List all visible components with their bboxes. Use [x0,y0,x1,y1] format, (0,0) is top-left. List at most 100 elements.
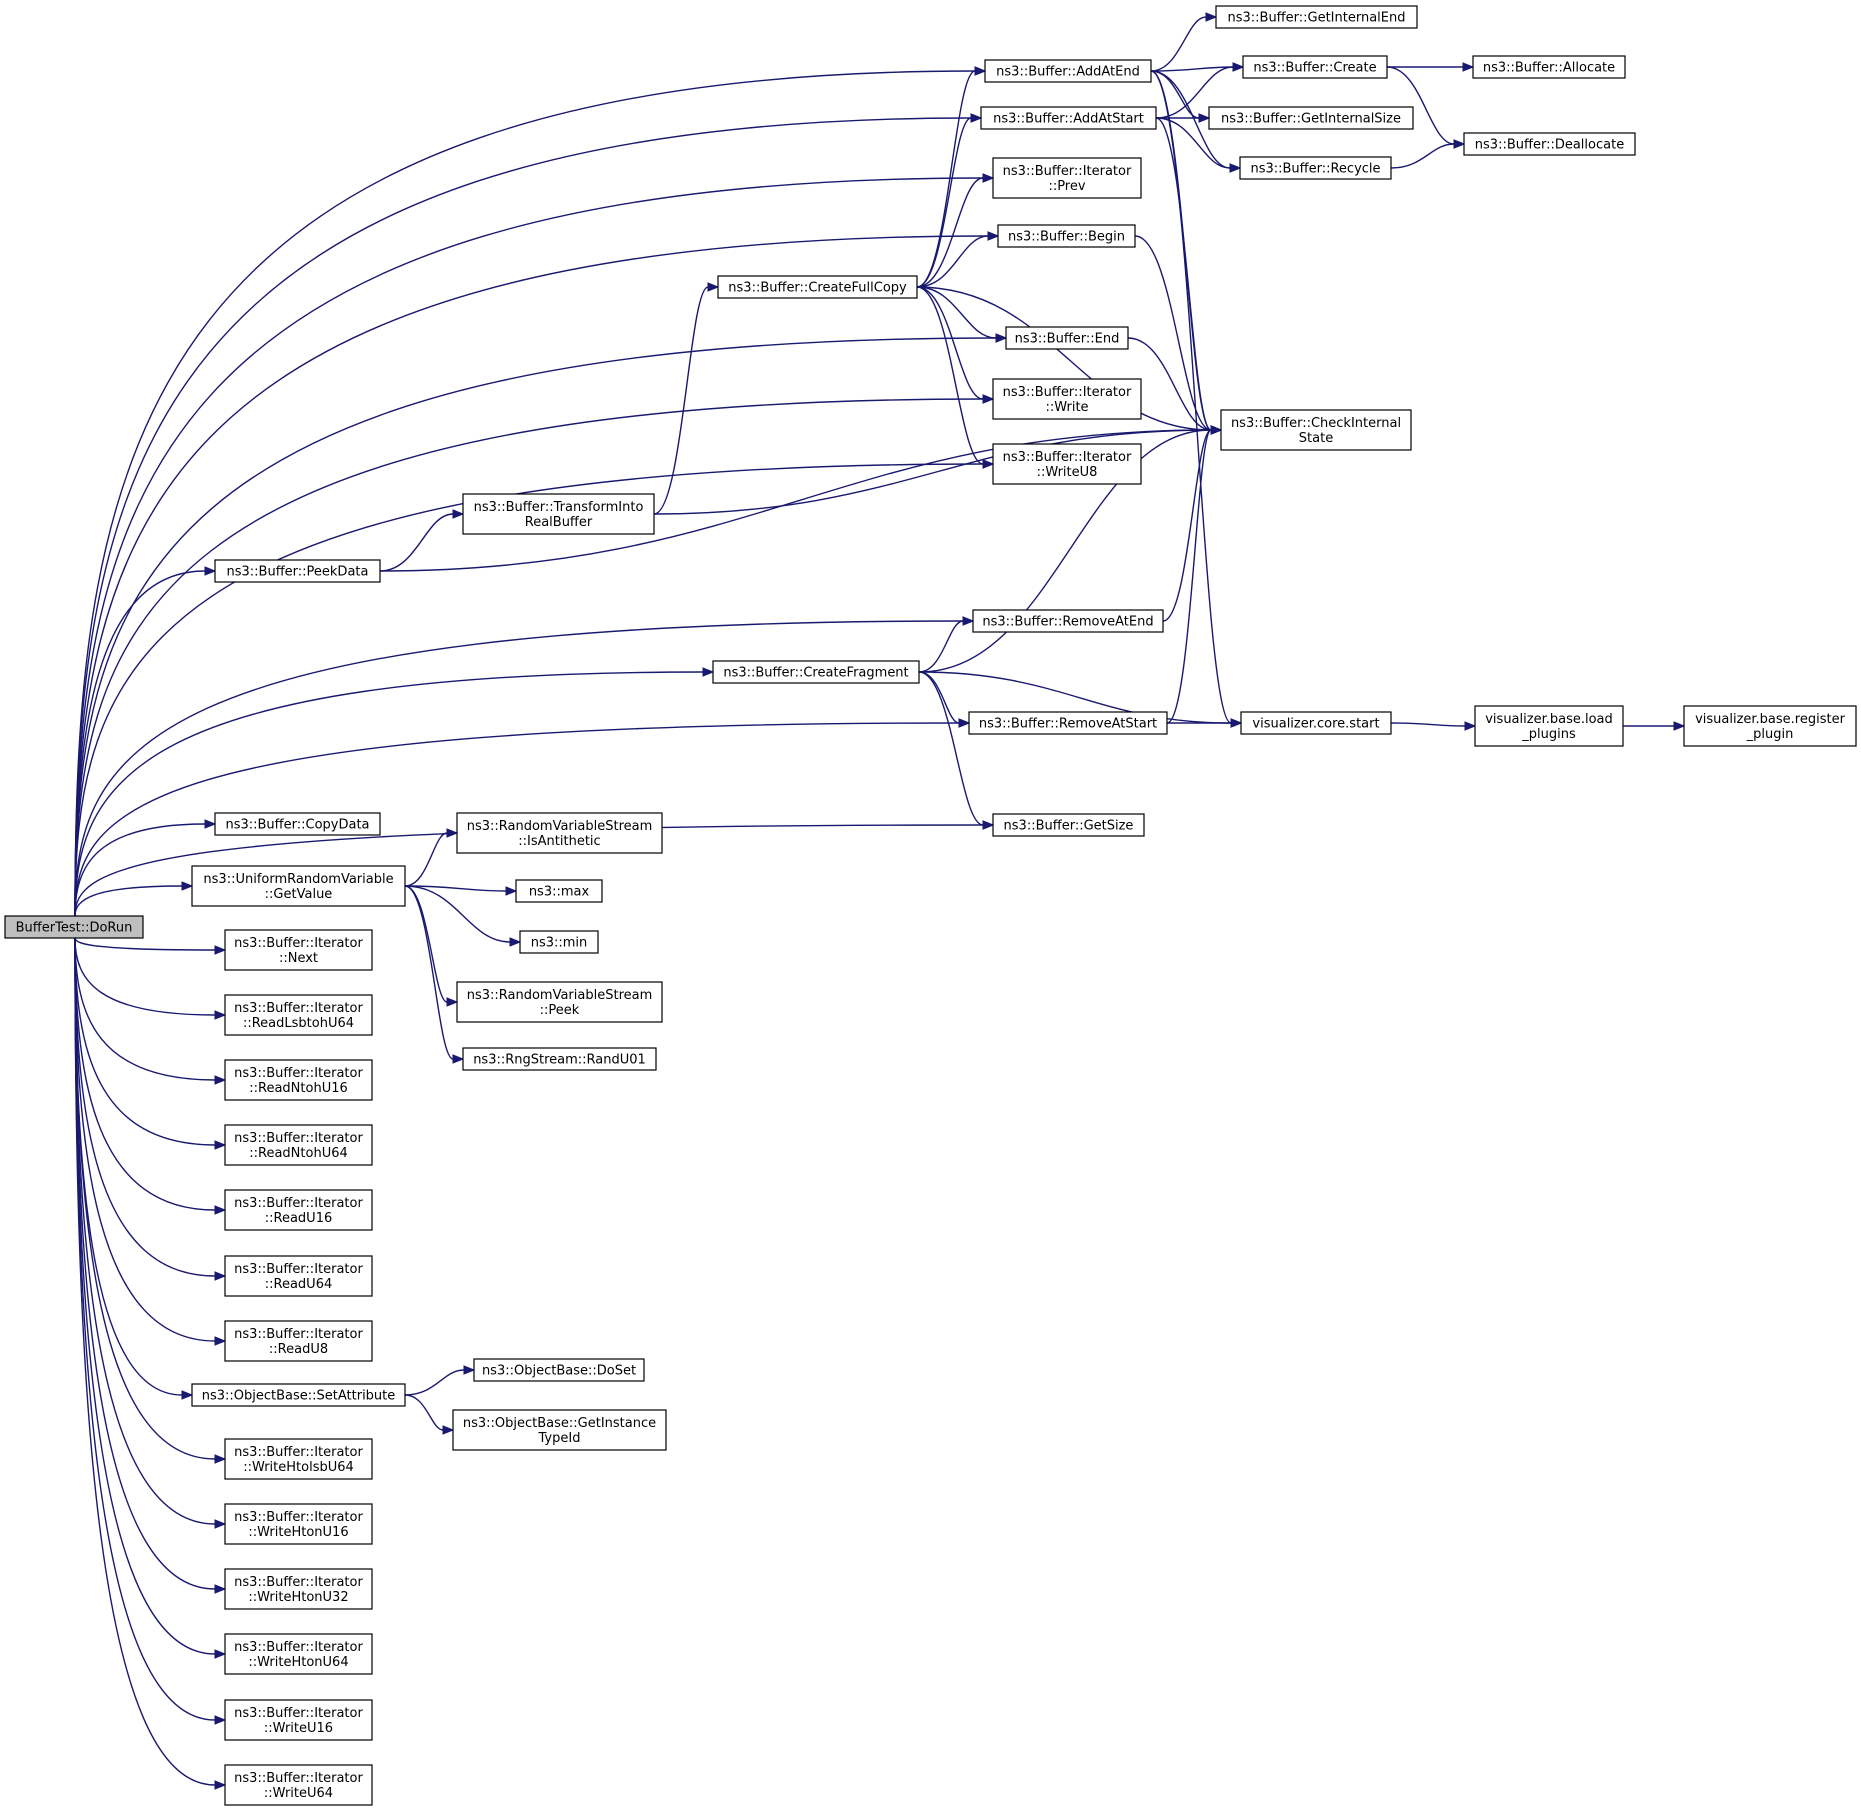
edge-set-attribute-to-do-set [404,1369,465,1396]
node-label: ns3::Buffer::Create [1253,61,1376,76]
node-read-u64[interactable]: ns3::Buffer::Iterator::ReadU64 [224,1255,373,1297]
node-do-set[interactable]: ns3::ObjectBase::DoSet [473,1358,645,1382]
node-core-start[interactable]: visualizer.core.start [1240,711,1392,735]
edge-do-run-to-copy-data [74,823,206,917]
node-add-at-end[interactable]: ns3::Buffer::AddAtEnd [984,59,1152,83]
node-peek-data[interactable]: ns3::Buffer::PeekData [214,559,381,583]
edge-do-run-to-write-hton-u16 [74,937,216,1525]
edge-arrowhead [982,459,995,469]
node-write-hton-u16[interactable]: ns3::Buffer::Iterator::WriteHtonU16 [224,1503,373,1545]
node-box [462,1047,657,1071]
edge-do-run-to-peek-data [74,570,206,917]
node-write-u64[interactable]: ns3::Buffer::Iterator::WriteU64 [224,1764,373,1806]
edge-do-run-to-next [74,937,216,951]
node-recycle[interactable]: ns3::Buffer::Recycle [1239,156,1392,180]
node-do-run[interactable]: BufferTest::DoRun [4,915,144,939]
node-rand-u01[interactable]: ns3::RngStream::RandU01 [462,1047,657,1071]
node-label: ::ReadU8 [269,1342,328,1357]
edge-do-run-to-begin [74,235,989,917]
node-label: ns3::Buffer::Iterator [234,1575,363,1590]
node-box [984,59,1152,83]
node-set-attribute[interactable]: ns3::ObjectBase::SetAttribute [191,1383,406,1407]
node-is-antithetic[interactable]: ns3::RandomVariableStream::IsAntithetic [456,812,663,854]
node-add-at-start[interactable]: ns3::Buffer::AddAtStart [980,106,1157,130]
edge-create-fragment-to-remove-at-start [918,671,960,724]
edge-add-at-end-to-get-internal-end [1150,16,1207,72]
node-label: ::Write [1045,400,1088,415]
edge-do-run-to-end [74,337,997,917]
node-write-hton-u64[interactable]: ns3::Buffer::Iterator::WriteHtonU64 [224,1633,373,1675]
node-box [191,865,406,907]
node-label: RealBuffer [525,515,593,530]
edge-arrowhead [974,66,987,76]
node-get-internal-end[interactable]: ns3::Buffer::GetInternalEnd [1215,5,1418,29]
node-create-fragment[interactable]: ns3::Buffer::CreateFragment [712,660,920,684]
node-get-size[interactable]: ns3::Buffer::GetSize [992,813,1145,837]
node-next[interactable]: ns3::Buffer::Iterator::Next [224,929,373,971]
node-load-plugins[interactable]: visualizer.base.load_plugins [1474,705,1624,747]
edge-arrowhead [1229,163,1242,173]
node-create[interactable]: ns3::Buffer::Create [1242,55,1388,79]
node-box [224,1320,373,1362]
node-label: ::ReadU16 [265,1211,332,1226]
edge-add-at-start-to-check-internal-state [1155,117,1212,431]
node-label: ns3::Buffer::CreateFragment [723,666,908,681]
node-write-hton-u32[interactable]: ns3::Buffer::Iterator::WriteHtonU32 [224,1568,373,1610]
node-label: ns3::Buffer::Iterator [234,1445,363,1460]
node-begin[interactable]: ns3::Buffer::Begin [997,224,1136,248]
node-label: ns3::Buffer::CreateFullCopy [728,281,907,296]
node-box [1683,705,1857,747]
node-label: ::ReadNtohU64 [249,1146,348,1161]
node-label: ::Peek [540,1003,580,1018]
node-allocate[interactable]: ns3::Buffer::Allocate [1472,55,1626,79]
node-label: ns3::Buffer::GetInternalEnd [1227,11,1405,26]
node-label: ::WriteU64 [264,1786,333,1801]
node-get-value[interactable]: ns3::UniformRandomVariable::GetValue [191,865,406,907]
node-read-ntoh-u64[interactable]: ns3::Buffer::Iterator::ReadNtohU64 [224,1124,373,1166]
node-read-lsbtoh-u64[interactable]: ns3::Buffer::Iterator::ReadLsbtohU64 [224,994,373,1036]
node-get-internal-size[interactable]: ns3::Buffer::GetInternalSize [1208,106,1414,130]
node-box [473,1358,645,1382]
node-label: ns3::Buffer::Iterator [1003,164,1132,179]
node-peek[interactable]: ns3::RandomVariableStream::Peek [456,981,663,1023]
node-remove-at-end[interactable]: ns3::Buffer::RemoveAtEnd [972,609,1164,633]
edge-create-full-copy-to-write-u8 [916,286,984,465]
node-create-full-copy[interactable]: ns3::Buffer::CreateFullCopy [717,275,918,299]
node-write-htolsb-u64[interactable]: ns3::Buffer::Iterator::WriteHtolsbU64 [224,1438,373,1480]
edge-create-full-copy-to-begin [916,235,989,288]
node-label: ns3::Buffer::GetInternalSize [1221,112,1401,127]
node-deallocate[interactable]: ns3::Buffer::Deallocate [1463,132,1636,156]
node-label: ns3::Buffer::TransformInto [474,500,644,515]
node-box [1242,55,1388,79]
node-end[interactable]: ns3::Buffer::End [1005,326,1129,350]
node-read-ntoh-u16[interactable]: ns3::Buffer::Iterator::ReadNtohU16 [224,1059,373,1101]
edge-do-run-to-prev [74,177,984,917]
edge-arrowhead [181,881,194,891]
node-read-u8[interactable]: ns3::Buffer::Iterator::ReadU8 [224,1320,373,1362]
node-write-u8[interactable]: ns3::Buffer::Iterator::WriteU8 [992,443,1142,485]
edge-create-to-deallocate [1386,66,1455,145]
node-box [224,929,373,971]
node-read-u16[interactable]: ns3::Buffer::Iterator::ReadU16 [224,1189,373,1231]
node-min[interactable]: ns3::min [519,930,599,954]
node-label: ::ReadNtohU16 [249,1081,348,1096]
node-box [224,1503,373,1545]
node-max[interactable]: ns3::max [515,879,603,903]
node-copy-data[interactable]: ns3::Buffer::CopyData [214,812,381,836]
node-remove-at-start[interactable]: ns3::Buffer::RemoveAtStart [968,711,1168,735]
node-register-plugin[interactable]: visualizer.base.register_plugin [1683,705,1857,747]
node-write[interactable]: ns3::Buffer::Iterator::Write [992,378,1142,420]
edge-do-run-to-read-lsbtoh-u64 [74,937,216,1016]
node-prev[interactable]: ns3::Buffer::Iterator::Prev [992,157,1142,199]
node-write-u16[interactable]: ns3::Buffer::Iterator::WriteU16 [224,1699,373,1741]
node-label: ::WriteHtonU32 [248,1590,348,1605]
edge-arrowhead [1464,721,1477,731]
edge-arrowhead [214,1205,227,1215]
node-box [224,1124,373,1166]
node-box [456,812,663,854]
edge-recycle-to-deallocate [1390,143,1455,169]
node-box [1215,5,1418,29]
